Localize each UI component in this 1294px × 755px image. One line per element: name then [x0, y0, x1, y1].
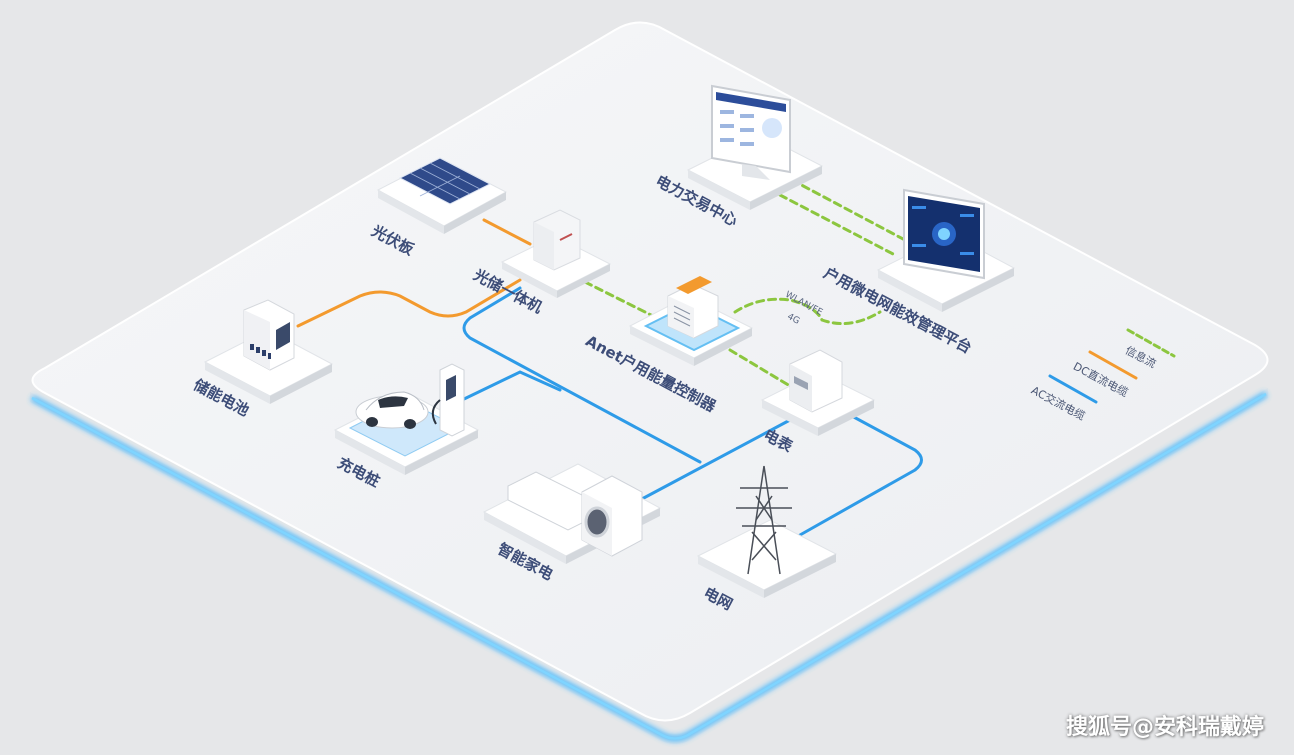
watermark: 搜狐号@安科瑞戴婷 — [1065, 715, 1264, 740]
legend-swatches — [1048, 328, 1176, 404]
info-link-trade-b — [778, 193, 897, 257]
info-link-platform — [733, 297, 882, 326]
ev-charger-icon — [333, 363, 480, 475]
ac-cables — [460, 286, 923, 537]
inverter-icon — [500, 209, 612, 298]
ac-cable-grid — [798, 413, 923, 537]
dc-cable-pv — [482, 218, 532, 246]
info-link-trade-a — [790, 178, 907, 242]
platform-base — [30, 21, 1269, 744]
legend-swatch-ac — [1048, 374, 1098, 404]
info-link-meter — [728, 348, 792, 388]
management-platform-icon — [876, 188, 1016, 312]
ac-cable-charger — [460, 370, 562, 402]
ac-cable-inverter — [462, 286, 702, 464]
legend-swatch-info — [1126, 328, 1176, 358]
grid-tower-icon — [696, 465, 838, 598]
smart-appliance-icon — [482, 463, 662, 564]
trade-center-icon — [686, 84, 824, 210]
controller-icon — [628, 276, 754, 366]
dc-cables — [296, 218, 532, 328]
meter-icon — [760, 349, 876, 436]
dc-cable-storage — [296, 278, 522, 328]
ac-cable-appliance — [638, 418, 792, 502]
legend-swatch-dc — [1088, 350, 1138, 380]
pv-panel-icon — [376, 157, 508, 234]
storage-battery-icon — [203, 299, 334, 404]
